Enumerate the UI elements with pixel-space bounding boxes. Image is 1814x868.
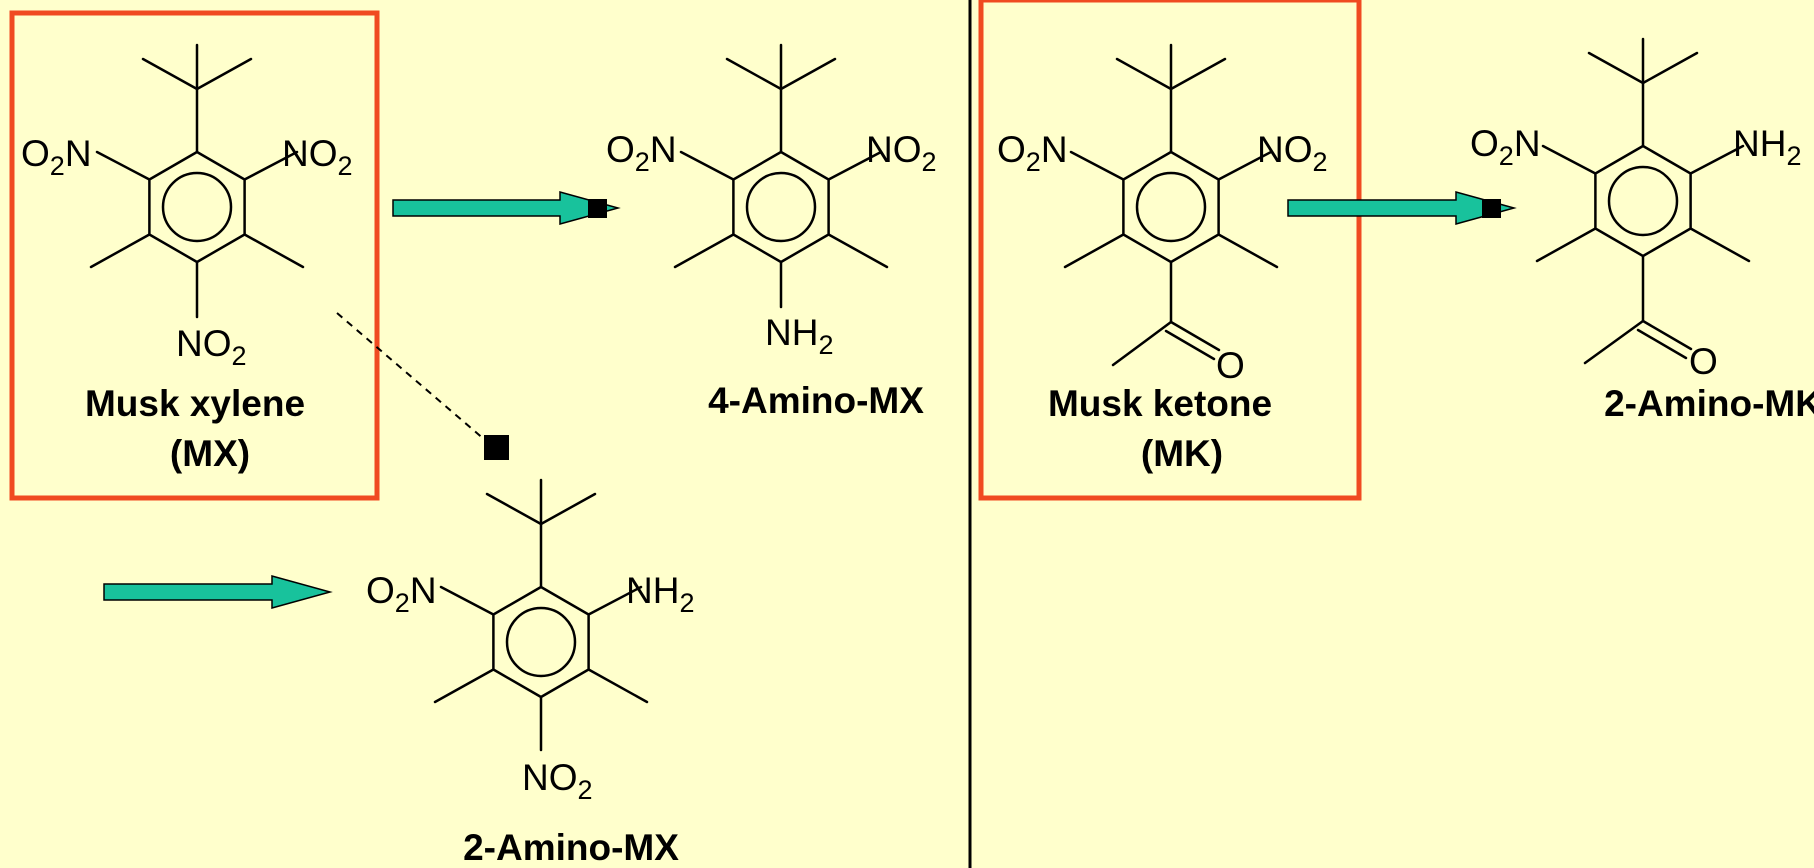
amino2mk-name-label: 2-Amino-MK [1604,383,1814,424]
musk-xylene-structure [89,43,305,319]
arrow-mx-to-4-amino-mx [392,191,621,225]
mx-abbr-label: (MX) [170,433,250,474]
mk-abbr-label: (MK) [1141,433,1223,474]
mk-left-substituent: O2N [997,129,1068,177]
amino2mk-oxygen-label: O [1689,341,1718,382]
arrow-mx-to-2-amino-mx-dashed [336,312,509,460]
amino2mx-structure [433,478,649,752]
amino2mk-structure [1535,37,1751,365]
amino2mk-right-substituent: NH2 [1733,123,1801,171]
mx-name-label: Musk xylene [85,383,305,424]
amino2mk-left-substituent: O2N [1470,123,1541,171]
mk-right-substituent: NO2 [1257,129,1328,177]
mx-left-substituent: O2N [21,133,92,181]
amino4mx-right-substituent: NO2 [866,129,937,177]
mx-highlight-box [9,10,380,501]
mx-bottom-substituent: NO2 [176,323,247,371]
amino4mx-name-label: 4-Amino-MX [708,380,924,421]
mk-name-label: Musk ketone [1048,383,1272,424]
mk-oxygen-label: O [1216,345,1245,386]
amino2mx-bottom-substituent: NO2 [522,757,593,805]
amino4mx-structure [673,43,889,309]
arrow-into-2-amino-mx [103,575,333,609]
arrow-mk-to-2-amino-mk [1287,191,1517,225]
amino2mx-name-label: 2-Amino-MX [463,827,679,868]
amino2mx-right-substituent: NH2 [626,570,694,618]
mx-right-substituent: NO2 [282,133,353,181]
amino4mx-bottom-substituent: NH2 [765,312,833,360]
mk-highlight-box [978,0,1362,501]
amino4mx-left-substituent: O2N [606,129,677,177]
musk-ketone-structure [1063,43,1279,367]
amino2mx-left-substituent: O2N [366,570,437,618]
